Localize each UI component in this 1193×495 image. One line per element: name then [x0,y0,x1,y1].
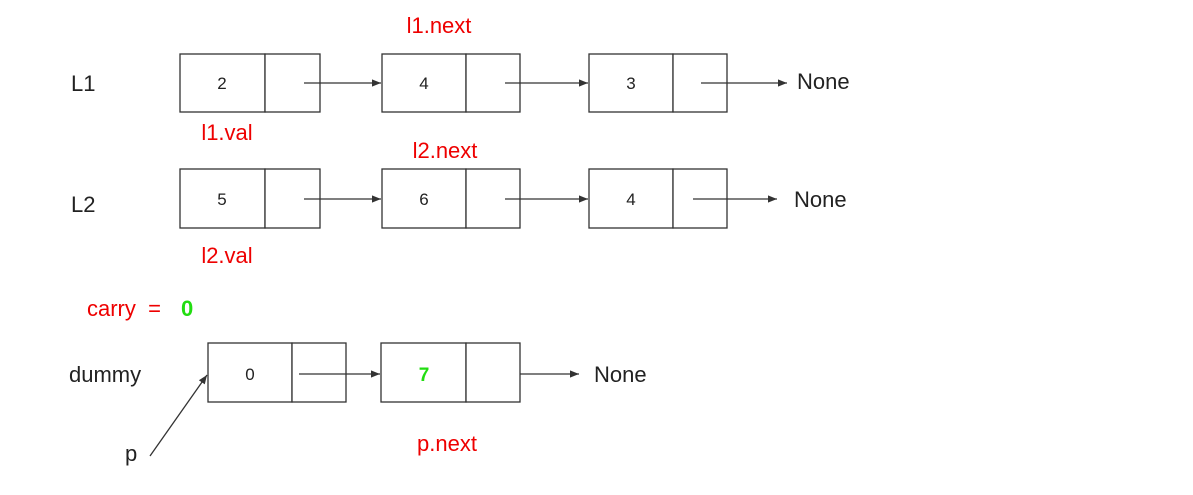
annotation-l2-next: l2.next [413,138,478,163]
dummy-node-1-value: 0 [245,365,254,384]
l2-node-1-value-cell [179,168,266,229]
dummy-node-1-value-cell [207,342,293,403]
l2-node-3-value: 4 [626,190,635,209]
l2-node-1-value: 5 [217,190,226,209]
annotation-l1-val: l1.val [201,120,252,145]
list-label-l1: L1 [71,71,95,96]
l1-node-1-value-cell [179,53,266,113]
l2-node-1: 5 [179,168,321,229]
annotation-l1-next: l1.next [407,13,472,38]
dummy-terminal-none: None [594,362,647,387]
l2-node-2-value-cell [381,168,467,229]
l2-node-2-value: 6 [419,190,428,209]
dummy-node-2-value-cell [380,342,467,403]
annotation-p-next: p.next [417,431,477,456]
l2-terminal-none: None [794,187,847,212]
dummy-node-2-next-cell [465,342,521,403]
l1-terminal-none: None [797,69,850,94]
carry-label: carry = [87,296,161,321]
dummy-node-1: 0 [207,342,347,403]
l1-node-1-value: 2 [217,74,226,93]
pointer-p-arrow [149,374,208,457]
dummy-node-2-value: 7 [419,365,430,386]
l1-node-3-value: 3 [626,74,635,93]
list-label-dummy: dummy [69,362,141,387]
list-label-l2: L2 [71,192,95,217]
pointer-p-label: p [125,441,137,466]
l1-node-2-value: 4 [419,74,428,93]
annotation-l2-val: l2.val [201,243,252,268]
l1-node-1: 2 [179,53,321,113]
dummy-node-1-next-cell [291,342,347,403]
l1-node-2-value-cell [381,53,467,113]
carry-value: 0 [181,296,193,321]
l1-node-2: 4 [381,53,521,113]
dummy-node-2: 7 [380,342,521,403]
l2-node-2: 6 [381,168,521,229]
